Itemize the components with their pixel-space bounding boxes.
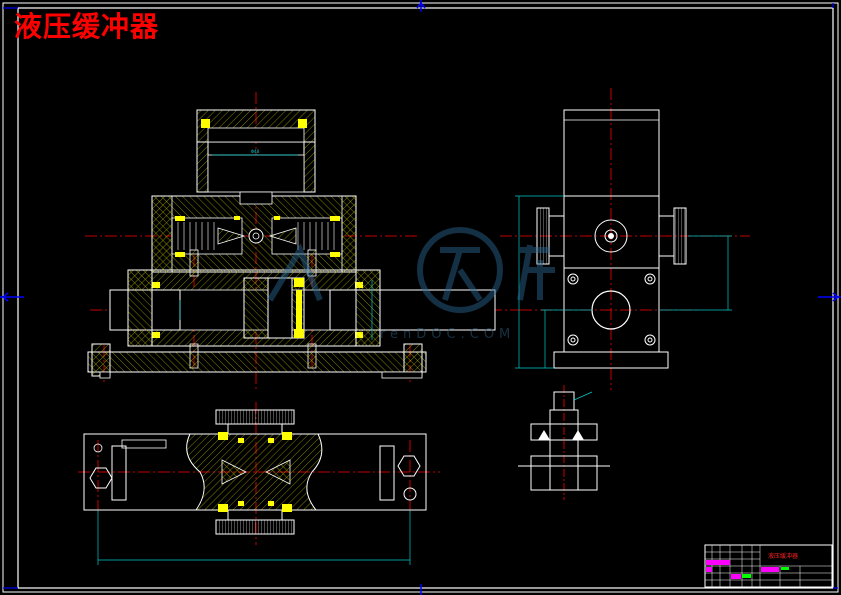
frame-corner-marks: [3, 3, 838, 589]
title-block-name: 液压缓冲器: [767, 553, 798, 560]
drawing-title: 液压缓冲器: [14, 10, 160, 43]
svg-text:Φ48: Φ48: [251, 149, 260, 154]
title-block: [704, 544, 833, 588]
watermark-logo: [267, 227, 555, 313]
base-plate: [87, 343, 427, 379]
side-dimensions: [515, 195, 732, 369]
top-view-dimension: [97, 510, 411, 565]
side-view: [500, 88, 750, 390]
front-section-view: Φ48: [85, 92, 520, 390]
detail-view: [518, 385, 610, 500]
top-cap: Φ48: [196, 109, 316, 193]
top-section-view: [78, 402, 440, 565]
upper-body-block: [151, 191, 357, 273]
cylinder-body: [109, 249, 496, 369]
watermark-text: renDOC.COM: [380, 327, 516, 342]
